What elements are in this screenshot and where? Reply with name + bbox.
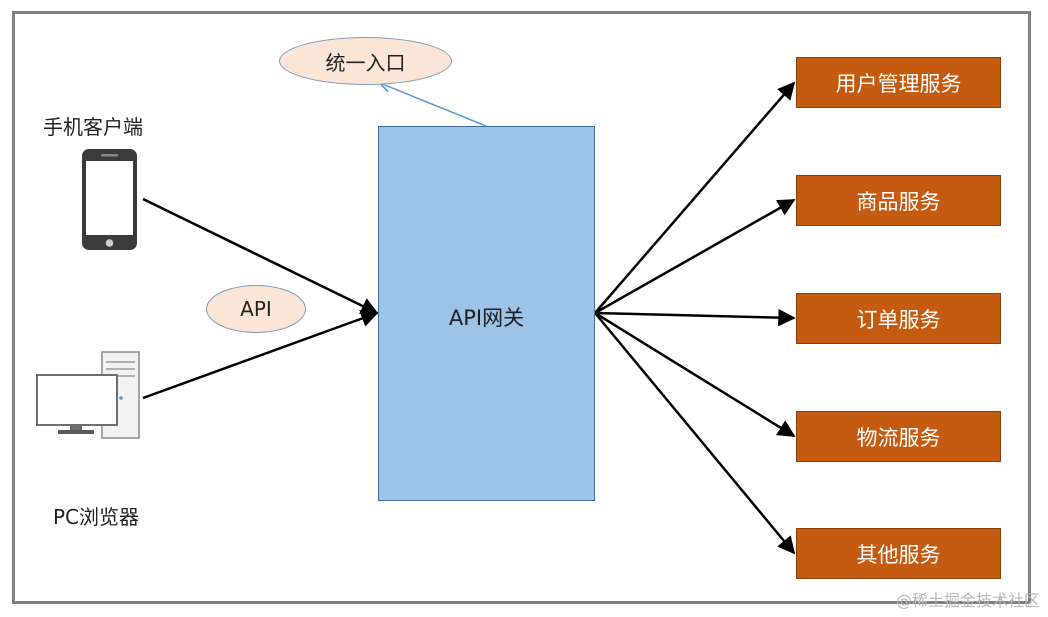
unified-entry-ellipse: 统一入口 [279, 37, 452, 85]
unified-entry-label: 统一入口 [325, 50, 406, 75]
api-gateway-box: API网关 [378, 126, 595, 501]
diagram-frame [12, 11, 1031, 604]
desktop-computer-icon [36, 351, 140, 439]
smartphone-icon [82, 149, 137, 250]
arrow-pc-to-gateway [142, 310, 379, 400]
arrow-gateway-to-entry [380, 83, 487, 127]
service-other: 其他服务 [796, 528, 1001, 579]
arrow-gateway-to-service-5 [594, 312, 796, 555]
watermark: @稀土掘金技术社区 [895, 591, 1040, 610]
service-label: 商品服务 [856, 189, 941, 214]
service-label: 物流服务 [856, 425, 941, 450]
api-label: API [240, 297, 272, 321]
arrow-mobile-to-gateway [142, 197, 379, 315]
service-user-management: 用户管理服务 [796, 57, 1001, 108]
service-label: 订单服务 [856, 307, 941, 332]
service-label: 用户管理服务 [835, 71, 962, 96]
arrow-gateway-to-service-2 [594, 198, 796, 315]
service-product: 商品服务 [796, 175, 1001, 226]
mobile-client-label: 手机客户端 [43, 115, 143, 139]
arrow-gateway-to-service-4 [594, 311, 796, 438]
arrow-gateway-to-service-1 [594, 81, 796, 314]
pc-browser-label: PC浏览器 [53, 505, 140, 529]
service-logistics: 物流服务 [796, 411, 1001, 462]
arrow-gateway-to-service-3 [594, 308, 796, 327]
api-ellipse: API [206, 285, 306, 333]
service-label: 其他服务 [856, 542, 941, 567]
api-gateway-label: API网关 [448, 306, 525, 330]
service-order: 订单服务 [796, 293, 1001, 344]
